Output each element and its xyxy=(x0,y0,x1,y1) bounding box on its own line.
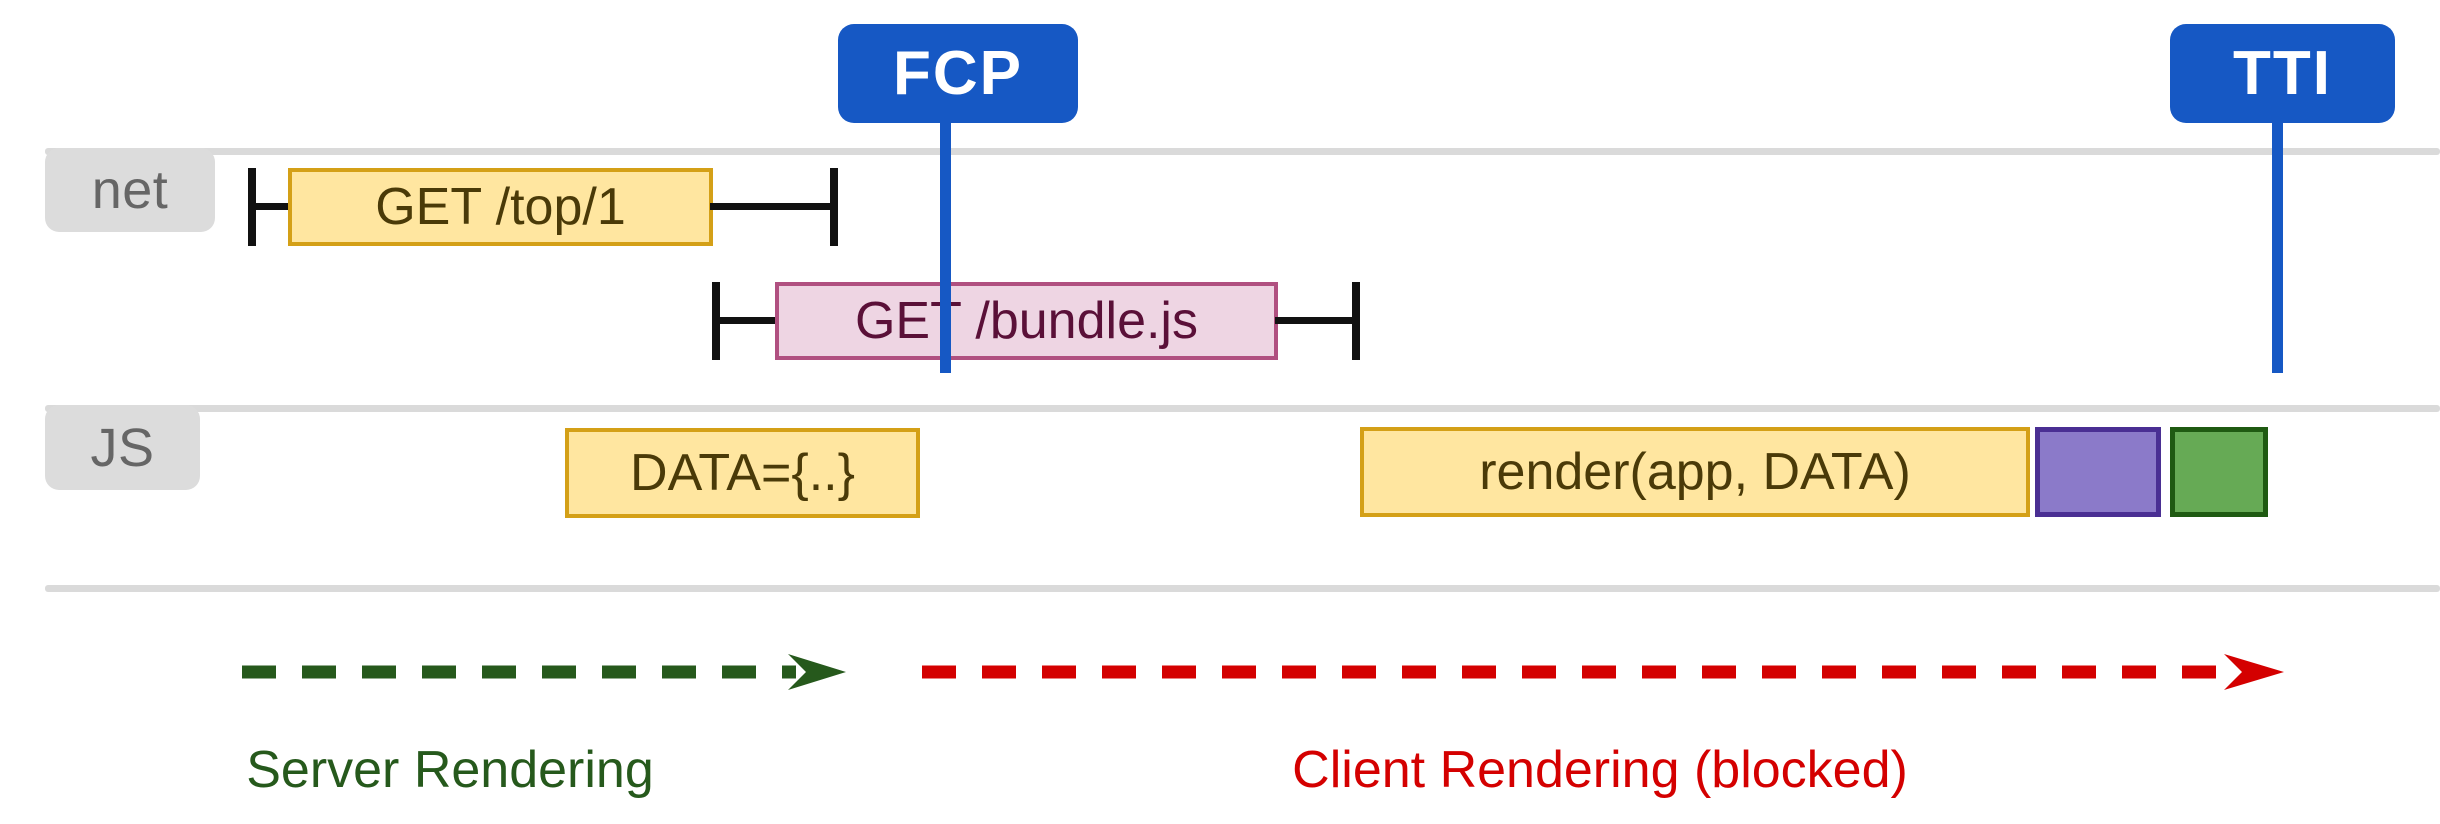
phase-label-server-rendering-text: Server Rendering xyxy=(246,741,654,799)
phase-label-client-rendering: Client Rendering (blocked) xyxy=(900,744,2300,796)
task-bar-get-top-label: GET /top/1 xyxy=(375,178,626,236)
lane-label-js: JS xyxy=(45,405,200,490)
whisker-cap-get-top-end xyxy=(830,168,838,246)
whisker-cap-get-bundle-end xyxy=(1352,282,1360,360)
marker-badge-fcp[interactable]: FCP xyxy=(838,24,1078,123)
marker-badge-tti[interactable]: TTI xyxy=(2170,24,2395,123)
lane-label-net-text: net xyxy=(91,160,169,220)
lane-rule-js xyxy=(45,405,2440,412)
lane-rule-net xyxy=(45,148,2440,155)
marker-badge-fcp-label: FCP xyxy=(893,38,1023,108)
marker-badge-tti-label: TTI xyxy=(2233,38,2332,108)
marker-line-tti xyxy=(2272,84,2283,373)
task-bar-data-assign[interactable]: DATA={..} xyxy=(565,428,920,518)
task-bar-get-bundle[interactable]: GET /bundle.js xyxy=(775,282,1278,360)
lane-label-js-text: JS xyxy=(90,417,155,478)
task-bar-get-top[interactable]: GET /top/1 xyxy=(288,168,713,246)
phase-label-client-rendering-text: Client Rendering (blocked) xyxy=(1292,741,1908,799)
task-bar-render-call-label: render(app, DATA) xyxy=(1479,443,1911,501)
task-bar-get-bundle-label: GET /bundle.js xyxy=(854,292,1198,350)
whisker-line-get-bundle-start xyxy=(712,317,782,324)
lane-rule-bottom xyxy=(45,585,2440,592)
phase-label-server-rendering: Server Rendering xyxy=(140,744,760,796)
whisker-line-get-top-start xyxy=(248,203,298,210)
task-block-purple[interactable] xyxy=(2035,427,2161,517)
whisker-line-get-top-end xyxy=(710,203,838,210)
phase-arrow-server-rendering xyxy=(242,654,846,690)
marker-line-fcp xyxy=(940,84,951,373)
phase-arrow-client-rendering xyxy=(922,654,2284,690)
whisker-line-get-bundle-end xyxy=(1275,317,1360,324)
lane-label-net: net xyxy=(45,148,215,232)
task-bar-render-call[interactable]: render(app, DATA) xyxy=(1360,427,2030,517)
task-block-green[interactable] xyxy=(2170,427,2268,517)
task-bar-data-assign-label: DATA={..} xyxy=(630,444,855,502)
